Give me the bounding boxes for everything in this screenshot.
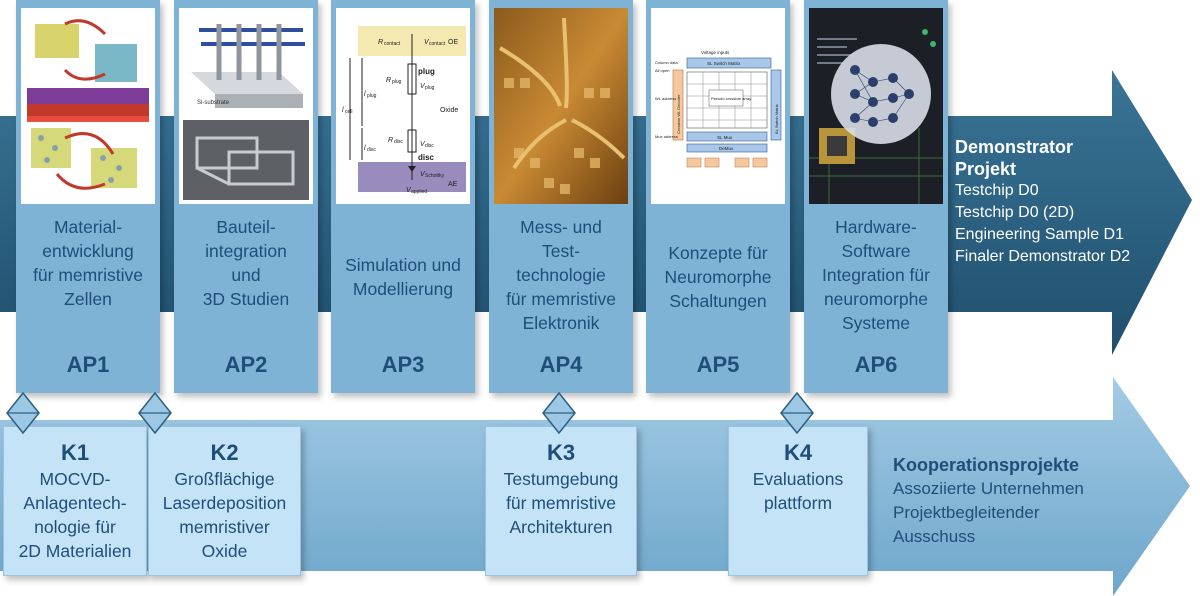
svg-text:DeMux: DeMux: [719, 146, 734, 151]
crossbar-circuit-image: Voltage inputs SL Switch Matrix Crossbar…: [651, 8, 785, 204]
svg-text:disc: disc: [425, 143, 434, 149]
svg-text:l: l: [364, 91, 366, 98]
work-package-ap2: Si-substrate Bauteil- integration und 3D…: [174, 0, 318, 393]
demonstrator-title-1: Demonstrator: [955, 137, 1074, 157]
checkpoint-k2: K2 Großflächige Laserdeposition memristi…: [148, 426, 301, 576]
svg-text:BL Switch Matrix: BL Switch Matrix: [774, 104, 779, 134]
svg-text:WL address: WL address: [655, 96, 676, 101]
checkpoint-k3: K3 Testumgebung für memristive Architekt…: [485, 426, 637, 576]
svg-text:plug: plug: [425, 85, 435, 91]
ap5-description: Konzepte für Neuromorphe Schaltungen: [664, 243, 772, 311]
k4-description: Evaluations plattform: [752, 469, 844, 513]
2d-material-lattice-image: [21, 8, 155, 204]
checkpoint-k4: K4 Evaluations plattform: [728, 426, 868, 576]
work-package-ap1: Material- entwicklung für memristive Zel…: [16, 0, 160, 393]
ap4-description: Mess- und Test- technologie für memristi…: [506, 217, 616, 333]
svg-text:l: l: [364, 145, 366, 152]
svg-text:applied: applied: [411, 189, 427, 195]
svg-text:contact: contact: [429, 41, 446, 47]
work-package-ap6: Hardware- Software Integration für neuro…: [804, 0, 948, 393]
svg-text:V: V: [424, 39, 430, 46]
kooperation-block: Kooperationsprojekte Assoziierte Unterne…: [893, 453, 1084, 549]
work-package-ap5: Voltage inputs SL Switch Matrix Crossbar…: [646, 0, 790, 393]
probe-station-image: [494, 8, 628, 204]
svg-text:disc: disc: [394, 139, 403, 145]
svg-text:R: R: [386, 77, 391, 84]
kooperation-title: Kooperationsprojekte: [893, 455, 1080, 475]
k4-label: K4: [783, 440, 813, 465]
demonstrator-item: Testchip D0 (2D): [955, 204, 1075, 221]
svg-text:l: l: [342, 107, 344, 114]
k1-description: MOCVD- Anlagentech- nologie für 2D Mater…: [18, 469, 132, 561]
ap3-label: AP3: [381, 352, 425, 377]
svg-text:Mux address: Mux address: [655, 134, 678, 139]
ap1-label: AP1: [66, 352, 110, 377]
svg-text:SL Mux: SL Mux: [717, 135, 733, 140]
work-package-ap3: OE AE Oxide plug disc R contact V contac…: [331, 0, 475, 393]
k1-label: K1: [60, 440, 90, 465]
svg-text:All open: All open: [655, 68, 669, 73]
demonstrator-block: Demonstrator Projekt Testchip D0 Testchi…: [955, 136, 1130, 268]
kooperation-item: Projektbegleitender: [893, 503, 1040, 522]
svg-text:disc: disc: [367, 147, 376, 153]
k3-description: Testumgebung für memristive Architekture…: [503, 469, 619, 537]
svg-text:V: V: [420, 171, 426, 178]
checkpoint-k1: K1 MOCVD- Anlagentech- nologie für 2D Ma…: [3, 426, 147, 576]
svg-text:cell: cell: [345, 109, 353, 115]
svg-text:V: V: [420, 141, 426, 148]
k2-label: K2: [210, 440, 239, 465]
ap2-label: AP2: [224, 352, 268, 377]
svg-text:R: R: [388, 137, 393, 144]
svg-text:contact: contact: [384, 41, 401, 47]
svg-text:plug: plug: [367, 93, 377, 99]
svg-text:V: V: [420, 83, 426, 90]
demonstrator-item: Finaler Demonstrator D2: [955, 248, 1131, 265]
svg-text:AE: AE: [448, 181, 458, 188]
svg-text:plug: plug: [418, 67, 435, 76]
svg-text:plug: plug: [392, 79, 402, 85]
ap1-description: Material- entwicklung für memristive Zel…: [33, 217, 143, 309]
kooperation-item: Assoziierte Unternehmen: [893, 479, 1084, 498]
milestone-diamond-icon: [138, 391, 172, 435]
ap6-label: AP6: [854, 352, 898, 377]
svg-text:Column data: Column data: [655, 60, 678, 65]
svg-text:disc: disc: [418, 153, 435, 162]
milestone-diamond-icon: [6, 391, 40, 435]
kooperation-item: Ausschuss: [893, 527, 976, 546]
ap6-description: Hardware- Software Integration für neuro…: [822, 217, 930, 333]
svg-text:Pseudo crossbar array: Pseudo crossbar array: [711, 96, 751, 101]
ap4-label: AP4: [539, 352, 583, 377]
svg-text:Oxide: Oxide: [440, 107, 458, 114]
neural-network-image: [809, 8, 943, 204]
svg-text:R: R: [378, 39, 383, 46]
svg-text:Si-substrate: Si-substrate: [197, 100, 230, 106]
work-package-ap4: Mess- und Test- technologie für memristi…: [489, 0, 633, 393]
svg-text:V: V: [406, 187, 412, 194]
milestone-diamond-icon: [780, 391, 814, 435]
svg-text:Crossbar WL Decoder: Crossbar WL Decoder: [676, 94, 681, 134]
ap2-description: Bauteil- integration und 3D Studien: [202, 217, 290, 309]
ap3-description: Simulation und Modellierung: [345, 255, 461, 299]
svg-text:OE: OE: [448, 39, 458, 46]
svg-text:SL Switch Matrix: SL Switch Matrix: [707, 61, 741, 66]
demonstrator-item: Engineering Sample D1: [955, 226, 1124, 243]
cell-model-schematic-image: OE AE Oxide plug disc R contact V contac…: [336, 8, 470, 204]
demonstrator-item: Testchip D0: [955, 182, 1039, 199]
demonstrator-title-2: Projekt: [955, 159, 1017, 179]
ap5-label: AP5: [696, 352, 740, 377]
svg-text:Voltage inputs: Voltage inputs: [701, 50, 730, 55]
k3-label: K3: [546, 440, 576, 465]
milestone-diamond-icon: [542, 391, 576, 435]
k2-description: Großflächige Laserdeposition memristiver…: [162, 469, 287, 561]
svg-text:Schottky: Schottky: [425, 173, 445, 179]
3d-structure-image: Si-substrate: [179, 8, 313, 204]
